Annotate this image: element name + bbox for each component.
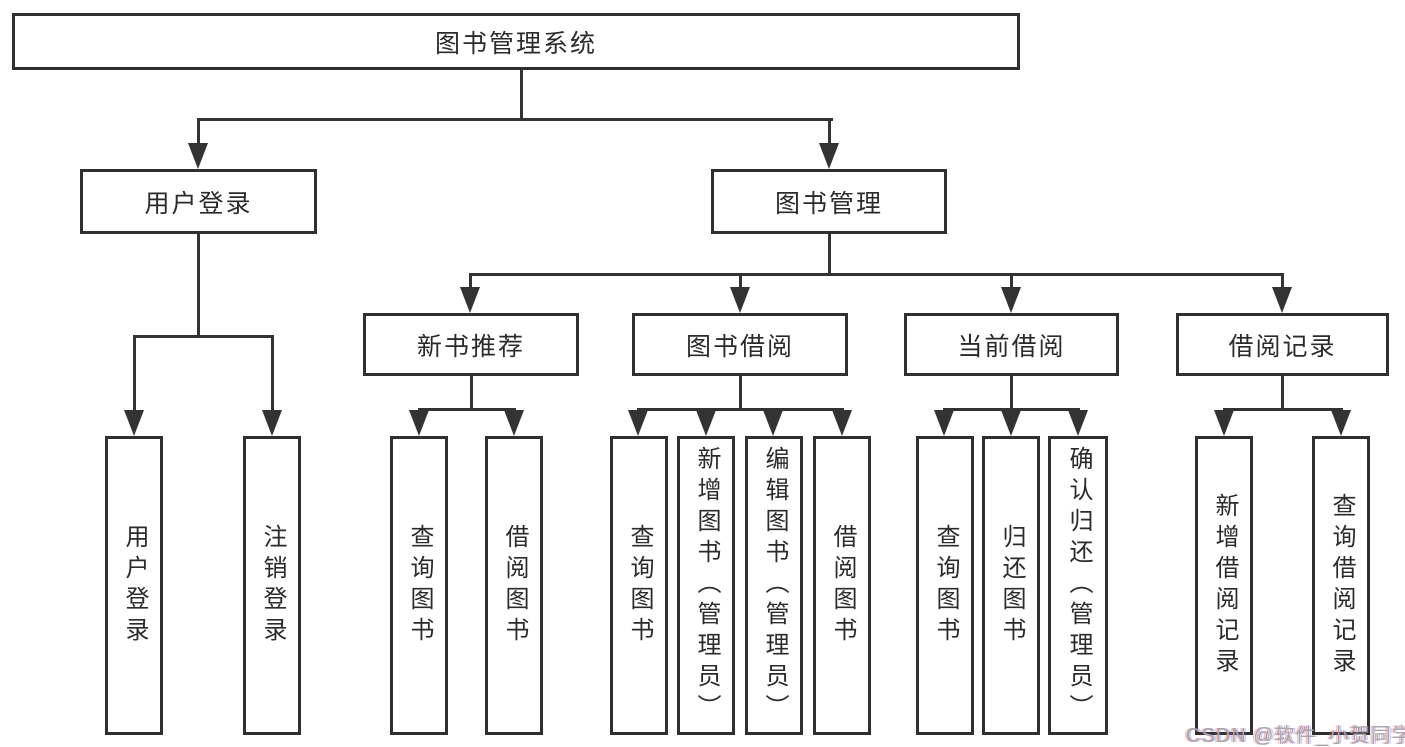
connector-line [520,70,523,118]
leaf-return-books: 归还图书 [982,436,1040,735]
leaf-label: 查询图书 [932,523,959,648]
leaf-query-books: 查询图书 [390,436,448,735]
leaf-borrow-books: 借阅图书 [813,436,871,735]
node-new-book-recommend: 新书推荐 [363,313,579,376]
connector-line [1010,273,1013,289]
arrowhead-down-icon [460,287,480,313]
connector-line [1281,273,1284,289]
arrowhead-down-icon [696,410,716,436]
leaf-label: 用户登录 [121,523,148,648]
arrowhead-down-icon [409,410,429,436]
arrowhead-down-icon [763,410,783,436]
leaf-logout: 注销登录 [243,436,301,735]
connector-line [739,376,742,408]
leaf-query-borrow-record: 查询借阅记录 [1312,436,1370,735]
arrowhead-down-icon [730,287,750,313]
connector-line [197,118,200,146]
connector-line [828,234,831,273]
arrowhead-down-icon [262,410,282,436]
node-label: 借阅记录 [1228,332,1337,361]
node-library-system: 图书管理系统 [12,13,1020,70]
csdn-watermark: CSDN @软件_小贺同学 [1186,725,1405,747]
connector-line [271,335,274,412]
node-book-management: 图书管理 [711,169,947,234]
leaf-label: 查询图书 [626,523,653,648]
arrowhead-down-icon [1214,410,1234,436]
arrowhead-down-icon [1001,287,1021,313]
connector-line [637,408,844,411]
arrowhead-down-icon [1068,410,1088,436]
connector-line [418,408,516,411]
leaf-borrow-books: 借阅图书 [485,436,543,735]
leaf-confirm-return-admin: 确认归还（管理员） [1048,436,1108,735]
connector-line [1223,408,1342,411]
connector-line [197,118,833,121]
leaf-label: 注销登录 [259,523,286,648]
arrowhead-down-icon [832,410,852,436]
node-current-borrow: 当前借阅 [904,313,1119,376]
arrowhead-down-icon [1272,287,1292,313]
node-label: 当前借阅 [957,332,1066,361]
leaf-label: 借阅图书 [501,523,528,648]
node-borrow-records: 借阅记录 [1176,313,1389,376]
node-label: 图书管理 [774,189,883,218]
leaf-label: 查询借阅记录 [1328,492,1355,679]
leaf-add-borrow-record: 新增借阅记录 [1195,436,1253,735]
node-label: 新书推荐 [416,332,525,361]
node-user-login: 用户登录 [80,169,317,234]
leaf-label: 借阅图书 [829,523,856,648]
connector-line [469,273,1282,276]
leaf-label: 新增图书（管理员） [693,446,720,725]
connector-line [1010,376,1013,408]
connector-line [469,273,472,289]
arrowhead-down-icon [124,410,144,436]
connector-line [470,376,473,408]
leaf-label: 新增借阅记录 [1211,492,1238,679]
node-book-borrow: 图书借阅 [632,313,848,376]
leaf-label: 编辑图书（管理员） [761,446,788,725]
connector-line [1281,376,1284,408]
arrowhead-down-icon [934,410,954,436]
arrowhead-down-icon [188,143,208,169]
leaf-query-books: 查询图书 [916,436,974,735]
node-label: 用户登录 [144,189,253,218]
connector-line [197,234,200,335]
leaf-label: 确认归还（管理员） [1065,446,1092,725]
leaf-label: 查询图书 [406,523,433,648]
arrowhead-down-icon [1001,410,1021,436]
connector-line [133,335,136,412]
connector-line [739,273,742,289]
leaf-query-books: 查询图书 [610,436,668,735]
node-label: 图书管理系统 [434,29,597,58]
leaf-label: 归还图书 [998,523,1025,648]
node-label: 图书借阅 [685,332,794,361]
connector-line [133,335,274,338]
arrowhead-down-icon [628,410,648,436]
arrowhead-down-icon [1331,410,1351,436]
connector-line [828,118,831,146]
arrowhead-down-icon [504,410,524,436]
leaf-edit-book-admin: 编辑图书（管理员） [745,436,803,735]
leaf-add-book-admin: 新增图书（管理员） [677,436,735,735]
arrowhead-down-icon [819,143,839,169]
leaf-user-login: 用户登录 [105,436,163,735]
